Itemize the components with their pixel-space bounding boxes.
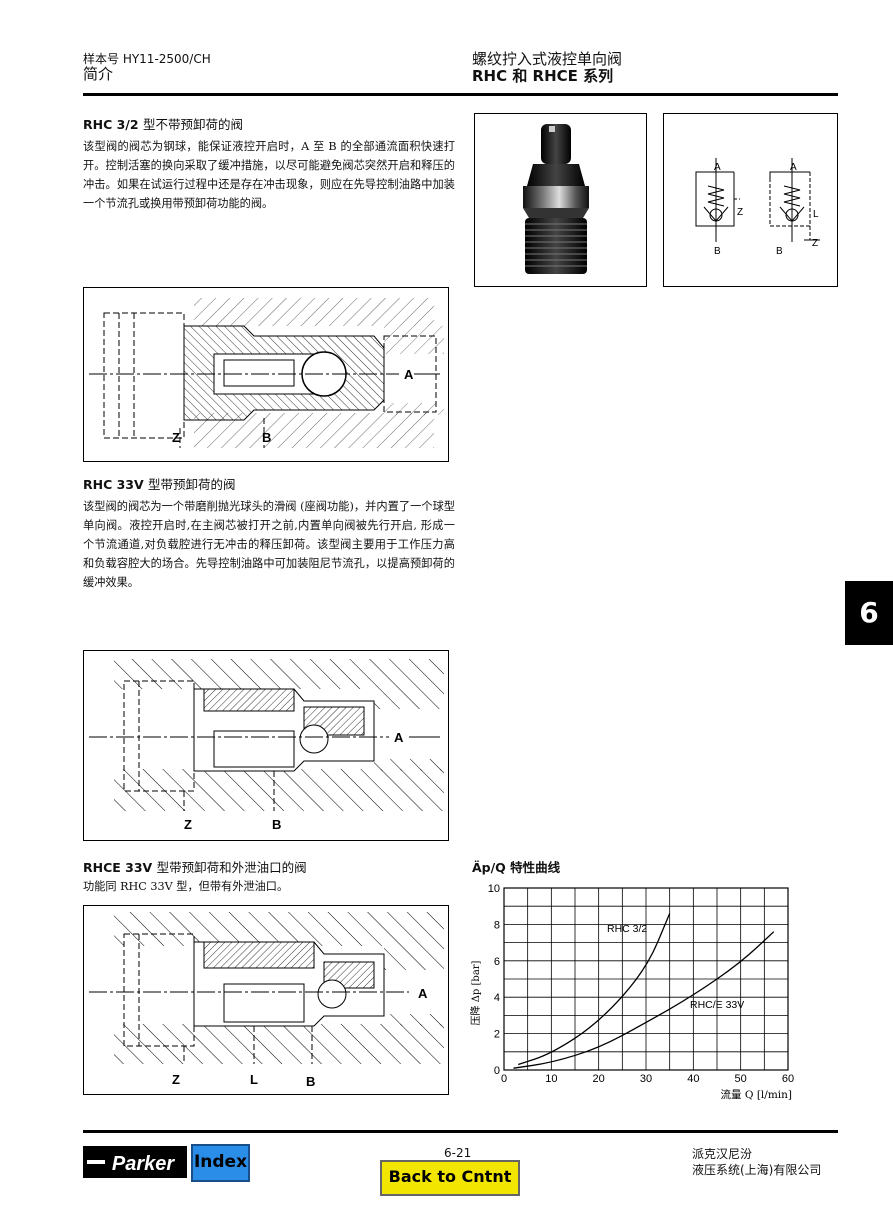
- header-rule: [83, 93, 838, 96]
- chart-xlabel: 流量 Q [l/min]: [721, 1088, 792, 1101]
- d3-label-l: L: [250, 1072, 258, 1087]
- chart-title: Äp/Q 特性曲线: [472, 860, 561, 875]
- rhce33v-code: RHCE 33V: [83, 860, 153, 875]
- hydraulic-symbols: A Z B A L B Z: [663, 113, 838, 287]
- d2-label-z: Z: [184, 817, 192, 832]
- chart-y-tick-label: 0: [494, 1065, 500, 1077]
- d1-label-z: Z: [172, 430, 180, 445]
- sym1-a: A: [714, 162, 721, 173]
- parker-logo: Parker: [83, 1146, 187, 1178]
- sym2-b: B: [776, 246, 783, 257]
- sym2-a: A: [790, 162, 797, 173]
- d2-label-b: B: [272, 817, 281, 832]
- chart-x-tick-label: 20: [593, 1073, 605, 1085]
- section-label: 简介: [83, 65, 114, 83]
- rhc32-body: 该型阀的阀芯为钢球，能保证液控开启时，A 至 B 的全部通流面积快速打开。控制活…: [83, 140, 455, 210]
- rhce33v-title-cn: 型带预卸荷和外泄油口的阀: [156, 860, 307, 875]
- company-name: 派克汉尼汾 液压系统(上海)有限公司: [692, 1146, 821, 1178]
- sym1-z: Z: [737, 207, 743, 218]
- d3-label-a: A: [418, 986, 428, 1001]
- d1-label-b: B: [262, 430, 271, 445]
- chart-x-tick-label: 0: [501, 1073, 507, 1085]
- d2-label-a: A: [394, 730, 404, 745]
- back-to-contents-button[interactable]: Back to Cntnt: [380, 1160, 520, 1196]
- chart-x-tick-label: 40: [687, 1073, 699, 1085]
- rhc32-title-cn: 型不带预卸荷的阀: [142, 117, 243, 132]
- rhc33v-section-drawing: A Z B: [83, 650, 449, 841]
- chart-y-tick-label: 4: [494, 992, 500, 1004]
- chart-y-tick-label: 6: [494, 956, 500, 968]
- page-number: 6-21: [444, 1146, 472, 1160]
- rhce33v-body: 功能同 RHC 33V 型，但带有外泄油口。: [83, 880, 289, 893]
- sym2-l: L: [813, 209, 819, 220]
- sym1-b: B: [714, 246, 721, 257]
- chart-y-tick-label: 8: [494, 919, 500, 931]
- rhc32-code: RHC 3/2: [83, 117, 139, 132]
- company-line2: 液压系统(上海)有限公司: [692, 1163, 822, 1177]
- chapter-tab: 6: [845, 581, 893, 645]
- rhc33v-body: 该型阀的阀芯为一个带磨削抛光球头的滑阀 (座阀功能)，并内置了一个球型单向阀。液…: [83, 500, 455, 589]
- chart-y-tick-label: 2: [494, 1029, 500, 1041]
- chart-series-line-1: [513, 931, 775, 1069]
- product-title: 螺纹拧入式液控单向阀: [472, 50, 623, 68]
- valve-photo: [474, 113, 647, 287]
- d3-label-z: Z: [172, 1072, 180, 1087]
- rhc33v-title: RHC 33V 型带预卸荷的阀: [83, 474, 236, 493]
- parker-logo-text: Parker: [112, 1153, 175, 1175]
- chart-series-line-0: [517, 913, 671, 1066]
- chart-x-tick-label: 50: [735, 1073, 747, 1085]
- chart-series-label-1: RHC/E 33V: [690, 999, 744, 1011]
- rhc33v-title-cn: 型带预卸荷的阀: [148, 477, 236, 492]
- chart-y-tick-label: 10: [488, 883, 500, 895]
- rhc33v-code: RHC 33V: [83, 477, 144, 492]
- rhce33v-title: RHCE 33V 型带预卸荷和外泄油口的阀: [83, 857, 307, 876]
- chart-x-tick-label: 30: [640, 1073, 652, 1085]
- sym2-z: Z: [812, 238, 818, 249]
- catalog-number: 样本号 HY11-2500/CH: [83, 52, 211, 66]
- rhce33v-section-drawing: A Z L B: [83, 905, 449, 1095]
- chart-x-tick-label: 60: [782, 1073, 794, 1085]
- index-button[interactable]: Index: [191, 1144, 250, 1182]
- rhc32-title: RHC 3/2 型不带预卸荷的阀: [83, 114, 243, 133]
- d1-label-a: A: [404, 367, 414, 382]
- company-line1: 派克汉尼汾: [692, 1147, 753, 1161]
- chart-ylabel: 压降 Δp [bar]: [469, 960, 482, 1025]
- chart-series-label-0: RHC 3/2: [607, 923, 647, 935]
- d3-label-b: B: [306, 1074, 315, 1089]
- chart-x-tick-label: 10: [545, 1073, 557, 1085]
- footer-rule: [83, 1130, 838, 1133]
- series-title: RHC 和 RHCE 系列: [472, 67, 614, 85]
- rhc32-section-drawing: A Z B: [83, 287, 449, 462]
